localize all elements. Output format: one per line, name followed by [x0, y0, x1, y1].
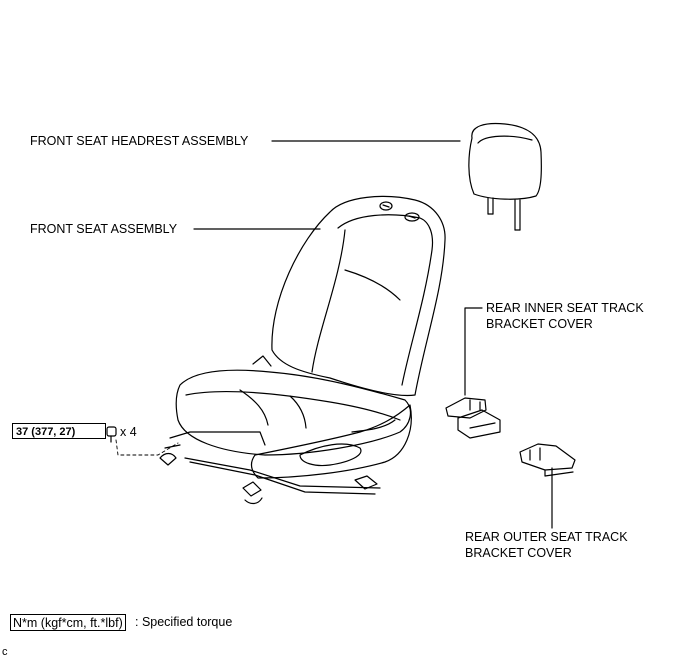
bolt-icon: [106, 426, 117, 443]
outer-bracket-cover-drawing: [519, 443, 576, 477]
headrest-drawing: [468, 122, 542, 231]
outer-cover-label-line1: REAR OUTER SEAT TRACK: [465, 530, 628, 544]
legend-unit-box: N*m (kgf*cm, ft.*lbf): [10, 614, 126, 631]
inner-cover-label-line2: BRACKET COVER: [486, 317, 593, 331]
inner-bracket-cover-drawing: [445, 397, 501, 439]
inner-cover-label-line1: REAR INNER SEAT TRACK: [486, 301, 644, 315]
headrest-label: FRONT SEAT HEADREST ASSEMBLY: [30, 134, 249, 148]
outer-cover-label-line2: BRACKET COVER: [465, 546, 572, 560]
bolt-dashed-leader: [115, 439, 179, 456]
seat-assembly-label: FRONT SEAT ASSEMBLY: [30, 222, 178, 236]
figure-code: c: [2, 646, 8, 658]
torque-spec-box: 37 (377, 27): [12, 423, 106, 439]
seat-drawing: [159, 195, 446, 505]
bolt-quantity: x 4: [120, 425, 137, 439]
inner-cover-leader: [464, 307, 483, 396]
legend-description: : Specified torque: [135, 615, 233, 629]
